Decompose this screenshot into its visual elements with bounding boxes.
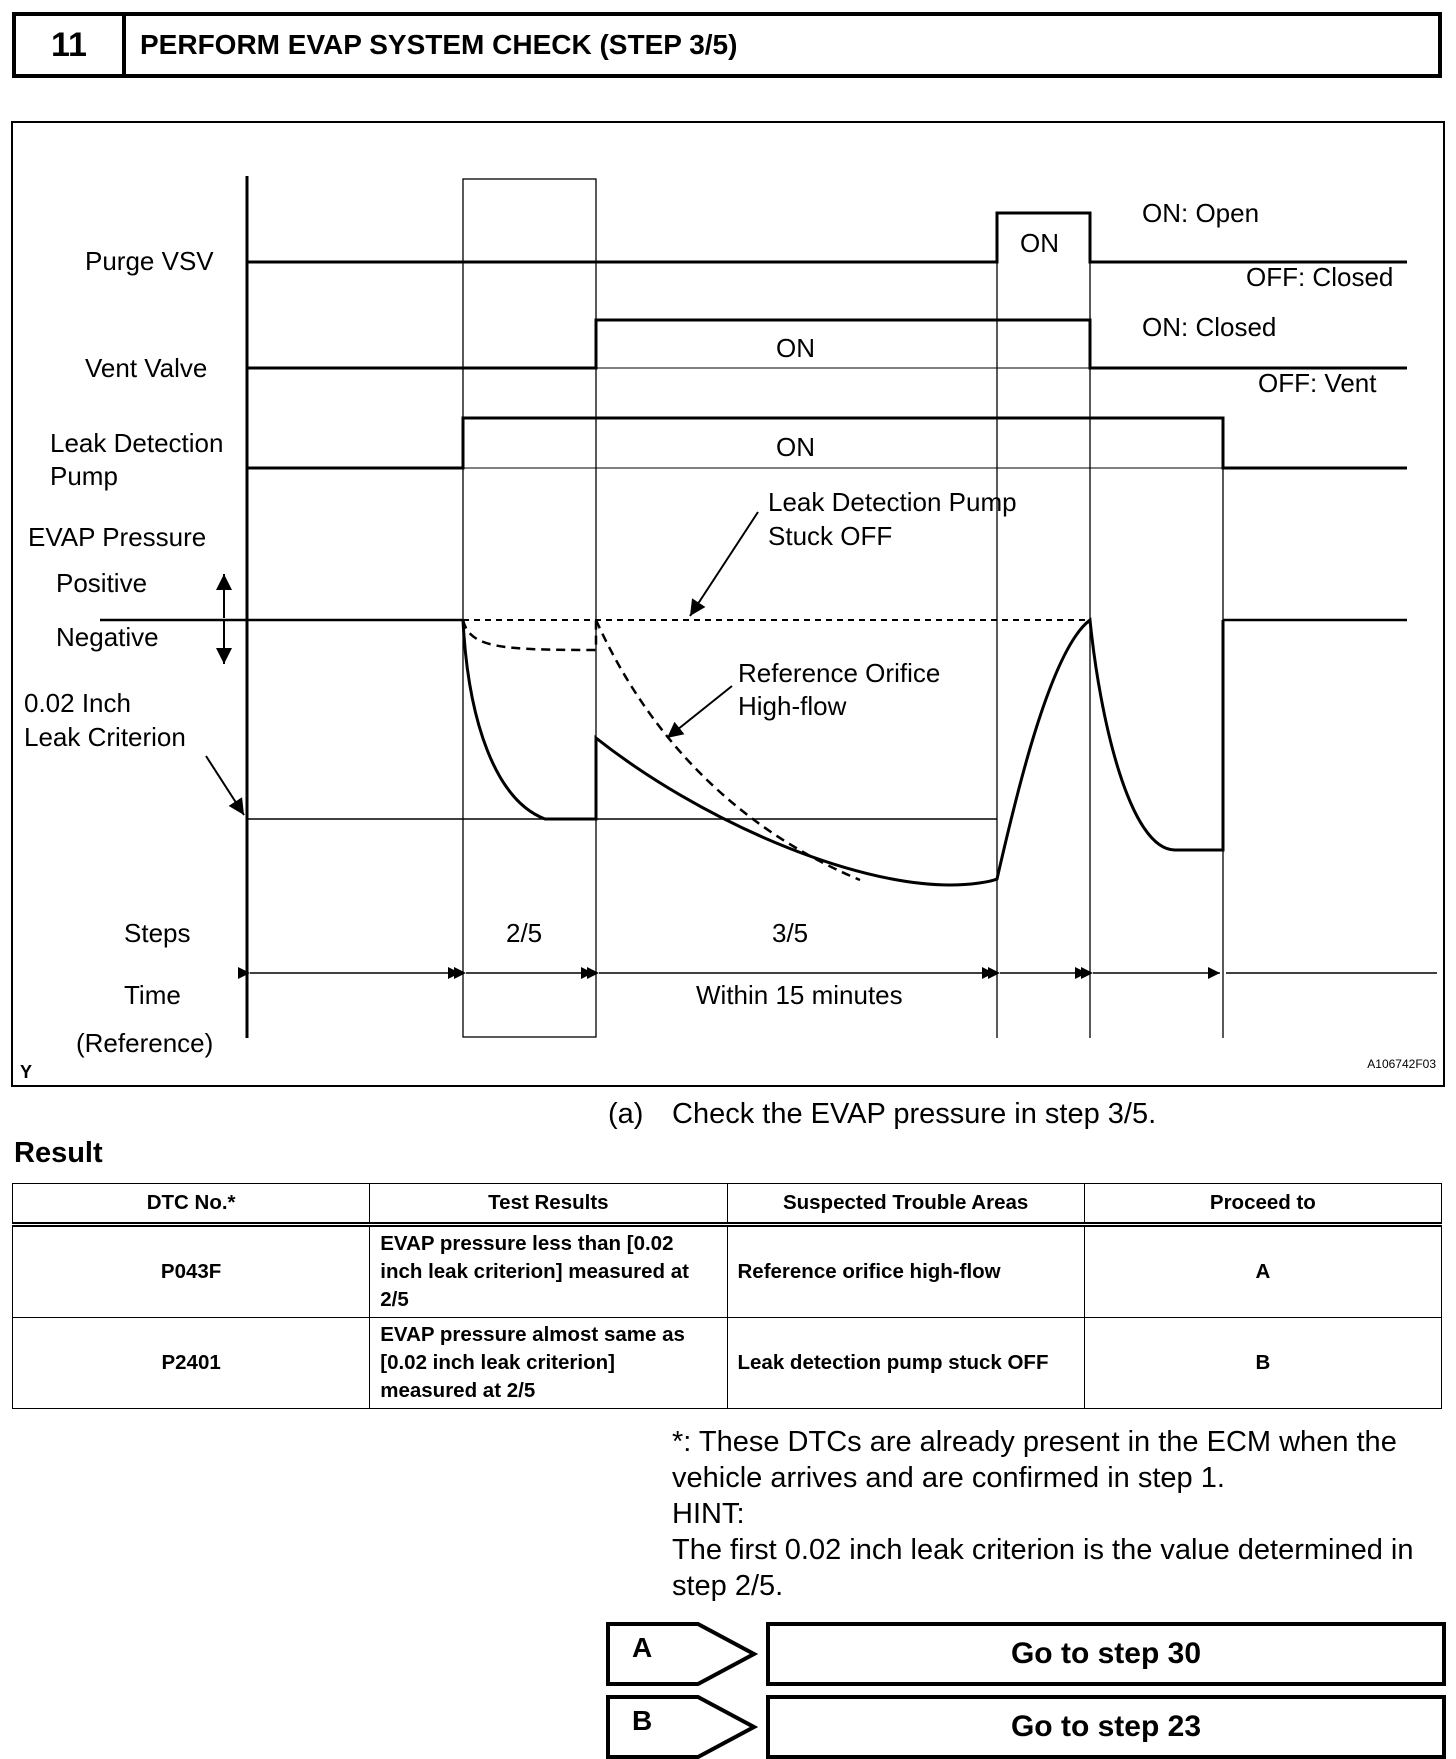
result-tag-a: A — [606, 1622, 758, 1686]
result-table: DTC No.* Test Results Suspected Trouble … — [11, 1183, 1443, 1409]
purge-vsv-trace — [247, 211, 1407, 264]
step-2-5-label: 2/5 — [506, 918, 542, 948]
table-header-row: DTC No.* Test Results Suspected Trouble … — [11, 1183, 1443, 1227]
step-header: 11 PERFORM EVAP SYSTEM CHECK (STEP 3/5) — [12, 12, 1442, 78]
nav-row-a: A Go to step 30 — [606, 1622, 1446, 1686]
column-header: Suspected Trouble Areas — [726, 1183, 1085, 1227]
check-instruction: (a) Check the EVAP pressure in step 3/5. — [608, 1098, 1156, 1131]
pump-stuck-annotation-line1: Leak Detection Pump — [768, 487, 1017, 517]
result-letter-b: B — [632, 1705, 653, 1736]
step-3-5-label: 3/5 — [772, 918, 808, 948]
notes: *: These DTCs are already present in the… — [672, 1424, 1452, 1604]
purge-vsv-label: Purge VSV — [85, 246, 214, 276]
go-to-step-30-button[interactable]: Go to step 30 — [766, 1622, 1446, 1686]
step-number: 11 — [16, 16, 126, 74]
column-header: DTC No.* — [11, 1183, 371, 1227]
orifice-pointer — [666, 685, 733, 739]
proceed-cell: B — [1083, 1317, 1443, 1409]
step-2-5-window — [462, 178, 597, 1038]
positive-label: Positive — [56, 568, 147, 598]
figure-id: A106742F03 — [1367, 1057, 1436, 1071]
dtc-cell: P2401 — [11, 1317, 371, 1409]
diagram-frame — [11, 121, 1445, 1087]
column-header: Proceed to — [1083, 1183, 1443, 1227]
go-to-step-23-button[interactable]: Go to step 23 — [766, 1695, 1446, 1759]
dtc-footnote: *: These DTCs are already present in the… — [672, 1426, 1397, 1494]
proceed-cell: A — [1083, 1224, 1443, 1318]
pressure-trace-orifice-high-flow — [594, 619, 861, 882]
hint-text: The first 0.02 inch leak criterion is th… — [672, 1534, 1414, 1602]
evap-pressure-label: EVAP Pressure — [28, 522, 206, 552]
vent-valve-trace — [247, 318, 1407, 370]
dtc-cell: P043F — [11, 1224, 371, 1318]
vent-valve-off-state: OFF: Vent — [1258, 368, 1377, 398]
hint-label: HINT: — [672, 1498, 745, 1530]
negative-label: Negative — [56, 622, 159, 652]
corner-mark: Y — [20, 1062, 32, 1082]
pressure-trace-pump-stuck — [461, 619, 598, 652]
trouble-area-cell: Reference orifice high-flow — [726, 1224, 1085, 1318]
orifice-annotation-line1: Reference Orifice — [738, 658, 940, 688]
nav-row-b: B Go to step 23 — [606, 1695, 1446, 1759]
pump-label-line1: Leak Detection — [50, 428, 223, 458]
purge-vsv-pulse-label: ON — [1020, 228, 1059, 258]
instruction-label: (a) — [608, 1098, 644, 1130]
purge-vsv-off-state: OFF: Closed — [1246, 262, 1393, 292]
pump-trace — [247, 416, 1407, 470]
tag-arrow-icon — [606, 1695, 758, 1759]
instruction-text: Check the EVAP pressure in step 3/5. — [672, 1098, 1157, 1130]
trouble-area-cell: Leak detection pump stuck OFF — [726, 1317, 1085, 1409]
test-result-cell: EVAP pressure almost same as [0.02 inch … — [369, 1317, 728, 1409]
pressure-trace-normal — [461, 617, 1225, 887]
pump-label-line2: Pump — [50, 461, 118, 491]
column-header: Test Results — [369, 1183, 728, 1227]
pump-stuck-pointer — [689, 511, 759, 617]
criterion-pointer — [205, 755, 245, 816]
purge-vsv-on-state: ON: Open — [1142, 198, 1259, 228]
table-row: P2401 EVAP pressure almost same as [0.02… — [11, 1317, 1443, 1409]
vent-valve-pulse-label: ON — [776, 333, 815, 363]
table-row: P043F EVAP pressure less than [0.02 inch… — [11, 1224, 1443, 1318]
test-result-cell: EVAP pressure less than [0.02 inch leak … — [369, 1224, 728, 1318]
criterion-label-line1: 0.02 Inch — [24, 688, 131, 718]
tag-arrow-icon — [606, 1622, 758, 1686]
vent-valve-label: Vent Valve — [85, 353, 207, 383]
pump-pulse-label: ON — [776, 432, 815, 462]
criterion-label-line2: Leak Criterion — [24, 722, 186, 752]
time-label: Time — [124, 980, 181, 1010]
time-note: Within 15 minutes — [696, 980, 903, 1010]
time-reference-label: (Reference) — [76, 1028, 213, 1058]
result-letter-a: A — [632, 1632, 653, 1663]
pump-stuck-annotation-line2: Stuck OFF — [768, 521, 892, 551]
steps-label: Steps — [124, 918, 191, 948]
result-heading: Result — [14, 1137, 103, 1169]
evap-timing-diagram: Purge VSV ON ON: Open OFF: Closed Vent V… — [11, 121, 1445, 1087]
step-title: PERFORM EVAP SYSTEM CHECK (STEP 3/5) — [140, 29, 738, 60]
result-tag-b: B — [606, 1695, 758, 1759]
vent-valve-on-state: ON: Closed — [1142, 312, 1276, 342]
orifice-annotation-line2: High-flow — [738, 691, 847, 721]
